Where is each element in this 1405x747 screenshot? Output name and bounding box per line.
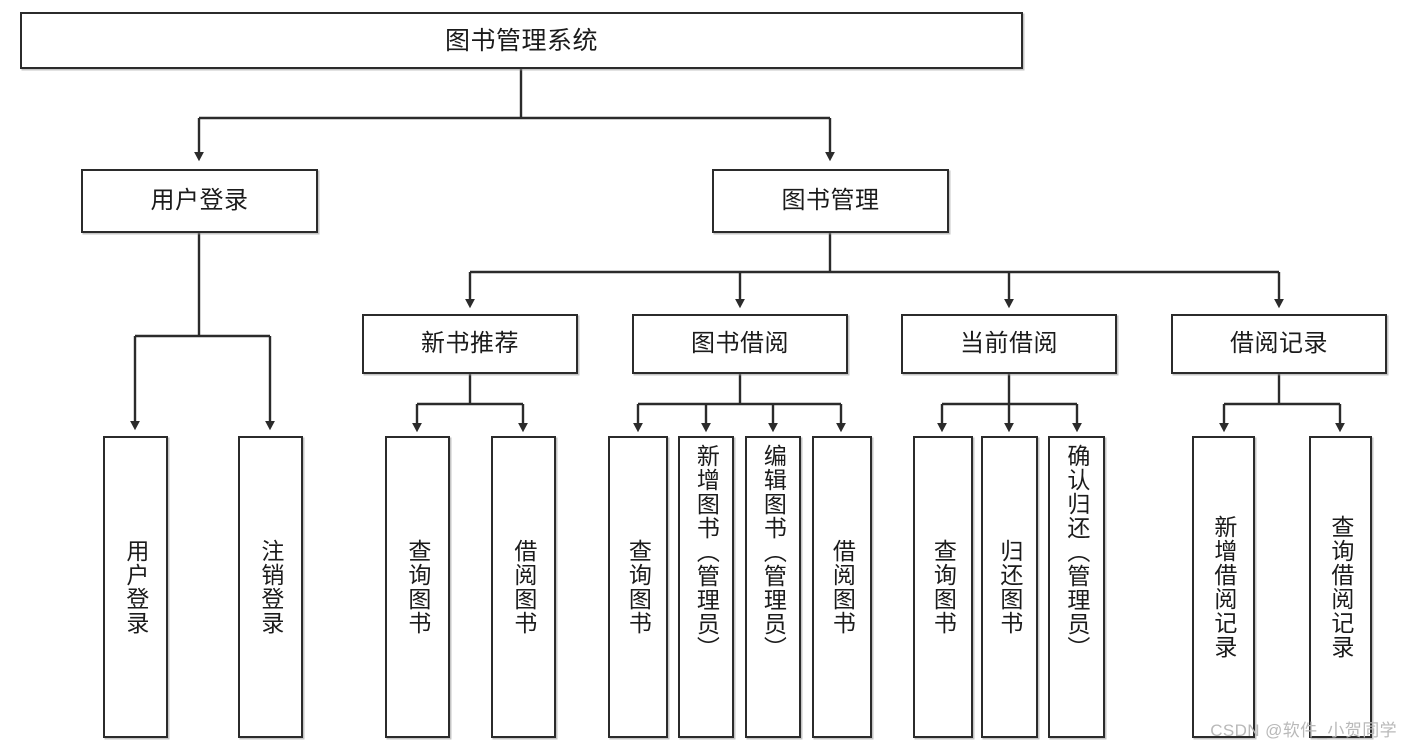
leaf-user-login-login[interactable]: 用户登录: [103, 436, 168, 738]
node-label: 注销登录: [257, 539, 284, 635]
node-borrow-record[interactable]: 借阅记录: [1171, 314, 1387, 374]
node-book-management[interactable]: 图书管理: [712, 169, 949, 233]
leaf-book-borrow-borrow-book[interactable]: 借阅图书: [812, 436, 872, 738]
node-label: 图书管理: [781, 186, 880, 214]
node-book-borrow[interactable]: 图书借阅: [632, 314, 848, 374]
csdn-watermark: CSDN @软件_小贺同学: [1210, 721, 1397, 740]
node-label: 图书借阅: [691, 329, 789, 357]
leaf-current-borrow-query-book[interactable]: 查询图书: [913, 436, 973, 738]
leaf-borrow-record-add-record[interactable]: 新增借阅记录: [1192, 436, 1255, 738]
node-label: 新书推荐: [421, 329, 519, 357]
node-label: 新增图书（管理员）: [693, 444, 720, 660]
leaf-user-login-logout[interactable]: 注销登录: [238, 436, 303, 738]
node-new-book-recommend[interactable]: 新书推荐: [362, 314, 578, 374]
node-label: 当前借阅: [960, 329, 1058, 357]
node-label: 查询图书: [404, 539, 431, 635]
node-label: 借阅图书: [829, 539, 856, 635]
leaf-current-borrow-return-book[interactable]: 归还图书: [981, 436, 1038, 738]
node-label: 查询图书: [930, 539, 957, 635]
leaf-new-book-query-book[interactable]: 查询图书: [385, 436, 450, 738]
leaf-book-borrow-edit-book-admin[interactable]: 编辑图书（管理员）: [745, 436, 801, 738]
node-label: 归还图书: [996, 539, 1023, 635]
node-user-login[interactable]: 用户登录: [81, 169, 318, 233]
node-label: 编辑图书（管理员）: [760, 444, 787, 660]
leaf-current-borrow-confirm-return-admin[interactable]: 确认归还（管理员）: [1048, 436, 1105, 738]
node-label: 用户登录: [150, 186, 249, 214]
node-label: 借阅记录: [1230, 329, 1328, 357]
node-label: 查询借阅记录: [1327, 515, 1354, 659]
leaf-book-borrow-add-book-admin[interactable]: 新增图书（管理员）: [678, 436, 734, 738]
leaf-borrow-record-query-record[interactable]: 查询借阅记录: [1309, 436, 1372, 738]
leaf-new-book-borrow-book[interactable]: 借阅图书: [491, 436, 556, 738]
node-label: 借阅图书: [510, 539, 537, 635]
node-label: 新增借阅记录: [1210, 515, 1237, 659]
node-current-borrow[interactable]: 当前借阅: [901, 314, 1117, 374]
leaf-book-borrow-query-book[interactable]: 查询图书: [608, 436, 668, 738]
node-root-book-management-system[interactable]: 图书管理系统: [20, 12, 1023, 69]
node-label: 图书管理系统: [444, 26, 598, 55]
node-label: 用户登录: [122, 539, 149, 635]
node-label: 确认归还（管理员）: [1063, 444, 1090, 660]
node-label: 查询图书: [625, 539, 652, 635]
